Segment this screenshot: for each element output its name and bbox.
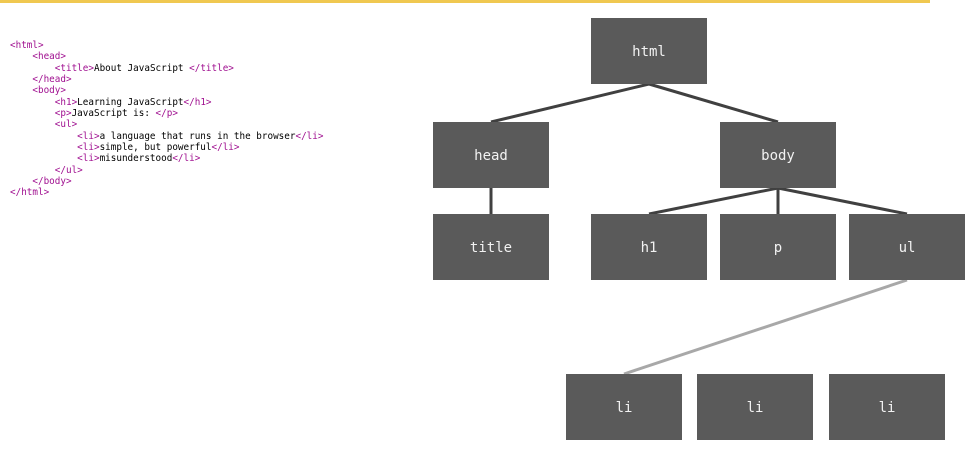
node-title: title xyxy=(433,214,549,280)
code-text: misunderstood xyxy=(99,153,173,165)
node-head: head xyxy=(433,122,549,188)
code-line: <ul> xyxy=(10,119,323,130)
code-tag: <ul> xyxy=(54,119,78,131)
code-tag: <body> xyxy=(32,85,66,97)
node-body: body xyxy=(720,122,836,188)
code-tag: </p> xyxy=(155,108,178,120)
tree-edges xyxy=(489,82,908,376)
code-tag: </li> xyxy=(211,142,240,154)
code-tag: <head> xyxy=(32,51,66,63)
code-line: <h1>Learning JavaScript</h1> xyxy=(10,97,323,108)
code-tag: <h1> xyxy=(54,96,78,108)
node-li1: li xyxy=(566,374,682,440)
tree-nodes: html head body title h1 p ul li li li xyxy=(433,18,965,440)
node-label: head xyxy=(474,148,508,164)
code-tag: </li> xyxy=(295,130,324,142)
node-box xyxy=(829,374,945,440)
node-box xyxy=(566,374,682,440)
node-html: html xyxy=(591,18,707,84)
node-h1: h1 xyxy=(591,214,707,280)
code-tag: <p> xyxy=(54,108,72,120)
edge-body-h1 xyxy=(648,186,779,216)
code-line: <p>JavaScript is: </p> xyxy=(10,108,323,119)
node-label: p xyxy=(774,240,782,256)
node-li3: li xyxy=(829,374,945,440)
node-box xyxy=(697,374,813,440)
node-box xyxy=(849,214,965,280)
code-text: Learning JavaScript xyxy=(77,96,184,108)
code-tag: </title> xyxy=(189,62,234,74)
code-tag: </ul> xyxy=(54,164,83,176)
code-text: About JavaScript xyxy=(93,62,190,74)
code-text: a language that runs in the browser xyxy=(99,130,296,142)
code-line: <li>misunderstood</li> xyxy=(10,153,323,164)
code-tag: <li> xyxy=(77,142,100,154)
node-label: li xyxy=(747,400,764,416)
node-label: h1 xyxy=(641,240,658,256)
code-tag: </body> xyxy=(32,176,72,188)
html-code-listing: <html> <head> <title>About JavaScript </… xyxy=(10,40,323,199)
code-tag: </html> xyxy=(10,187,50,199)
edge-ul-li1 xyxy=(623,278,908,376)
node-box xyxy=(591,214,707,280)
node-box xyxy=(433,214,549,280)
code-tag: <html> xyxy=(10,40,44,51)
node-label: li xyxy=(879,400,896,416)
code-line: </html> xyxy=(10,187,323,198)
node-label: title xyxy=(470,240,512,256)
node-label: li xyxy=(616,400,633,416)
node-p: p xyxy=(720,214,836,280)
code-line: <li>a language that runs in the browser<… xyxy=(10,131,323,142)
node-box xyxy=(720,122,836,188)
accent-bar xyxy=(0,0,930,3)
node-box xyxy=(591,18,707,84)
edge-html-body xyxy=(648,82,779,124)
edge-html-head xyxy=(490,82,650,124)
code-tag: <li> xyxy=(77,153,100,165)
code-line: </ul> xyxy=(10,165,323,176)
code-line: <head> xyxy=(10,51,323,62)
node-box xyxy=(720,214,836,280)
code-tag: </head> xyxy=(32,74,72,86)
code-line: </head> xyxy=(10,74,323,85)
code-tag: <li> xyxy=(77,130,100,142)
node-box xyxy=(433,122,549,188)
edge-body-ul xyxy=(777,186,908,216)
node-li2: li xyxy=(697,374,813,440)
code-line: </body> xyxy=(10,176,323,187)
node-label: body xyxy=(761,148,795,164)
code-line: <body> xyxy=(10,85,323,96)
code-line: <title>About JavaScript </title> xyxy=(10,63,323,74)
node-label: html xyxy=(632,44,666,60)
code-tag: </h1> xyxy=(183,96,212,108)
code-line: <html> xyxy=(10,40,323,51)
code-tag: </li> xyxy=(172,153,201,165)
code-text: simple, but powerful xyxy=(99,142,212,154)
code-tag: <title> xyxy=(54,62,94,74)
node-label: ul xyxy=(899,240,916,256)
code-line: <li>simple, but powerful</li> xyxy=(10,142,323,153)
code-text: JavaScript is: xyxy=(71,108,156,120)
node-ul: ul xyxy=(849,214,965,280)
